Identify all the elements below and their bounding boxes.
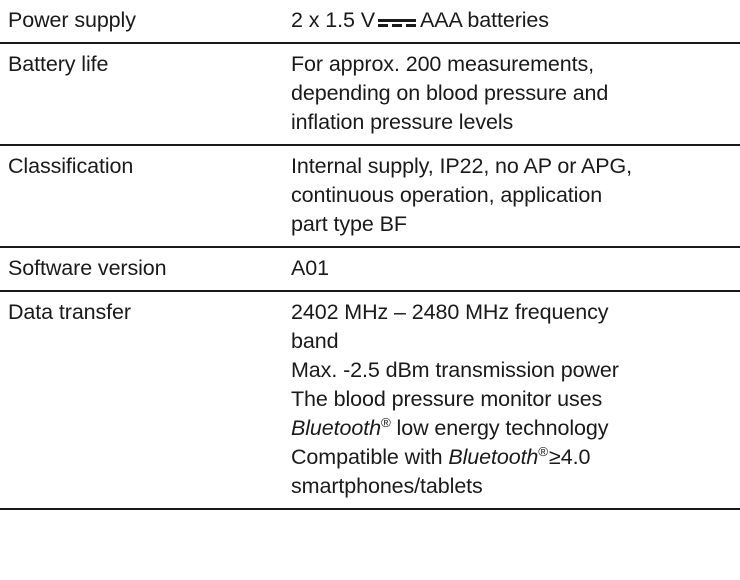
value-line: Internal supply, IP22, no AP or APG, <box>291 154 633 178</box>
direct-current-symbol-icon <box>377 12 416 31</box>
value-line: A01 <box>291 256 329 280</box>
row-label-classification: Classification <box>8 154 134 178</box>
bluetooth-compat-prefix: Compatible with <box>291 445 449 469</box>
greater-equal-icon: ≥ <box>549 445 561 469</box>
value-line: inflation pressure levels <box>291 110 514 134</box>
value-line: 2 x 1.5 V AAA batteries <box>291 6 736 35</box>
value-line: part type BF <box>291 212 407 236</box>
row-label-software-version: Software version <box>8 256 167 280</box>
bluetooth-trademark: Bluetooth <box>291 416 381 440</box>
registered-mark-icon: ® <box>380 414 391 430</box>
bluetooth-version: 4.0 <box>560 445 591 469</box>
table-row: Data transfer 2402 MHz – 2480 MHz freque… <box>0 292 740 510</box>
value-line: 2402 MHz – 2480 MHz frequency <box>291 300 609 324</box>
row-label-power-supply: Power supply <box>8 8 136 32</box>
row-value-data-transfer: 2402 MHz – 2480 MHz frequency band Max. … <box>291 292 740 508</box>
row-value-power-supply: 2 x 1.5 V AAA batteries <box>291 0 740 42</box>
table-row: Classification Internal supply, IP22, no… <box>0 146 740 248</box>
row-label-data-transfer: Data transfer <box>8 300 131 324</box>
row-value-battery-life: For approx. 200 measurements, depending … <box>291 44 740 144</box>
value-line: band <box>291 329 339 353</box>
table-row: Power supply 2 x 1.5 V AAA batteries <box>0 0 740 44</box>
power-supply-suffix: AAA batteries <box>419 8 549 32</box>
table-row: Software version A01 <box>0 248 740 292</box>
value-line: depending on blood pressure and <box>291 81 609 105</box>
bluetooth-le-suffix: low energy technology <box>390 416 609 440</box>
value-line-bluetooth-le: Bluetooth® low energy technology <box>291 414 736 443</box>
row-value-classification: Internal supply, IP22, no AP or APG, con… <box>291 146 740 246</box>
row-label-battery-life: Battery life <box>8 52 109 76</box>
value-line: The blood pressure monitor uses <box>291 387 603 411</box>
registered-mark-icon: ® <box>538 443 549 459</box>
value-line: Max. -2.5 dBm transmission power <box>291 358 619 382</box>
value-line: continuous operation, application <box>291 183 603 207</box>
power-supply-prefix: 2 x 1.5 V <box>291 8 375 32</box>
row-value-software-version: A01 <box>291 248 740 290</box>
table-row: Battery life For approx. 200 measurement… <box>0 44 740 146</box>
value-line-bluetooth-compat: Compatible with Bluetooth®≥4.0 <box>291 443 736 472</box>
value-line: smartphones/tablets <box>291 474 483 498</box>
bluetooth-trademark: Bluetooth <box>448 445 539 469</box>
value-line: For approx. 200 measurements, <box>291 52 595 76</box>
